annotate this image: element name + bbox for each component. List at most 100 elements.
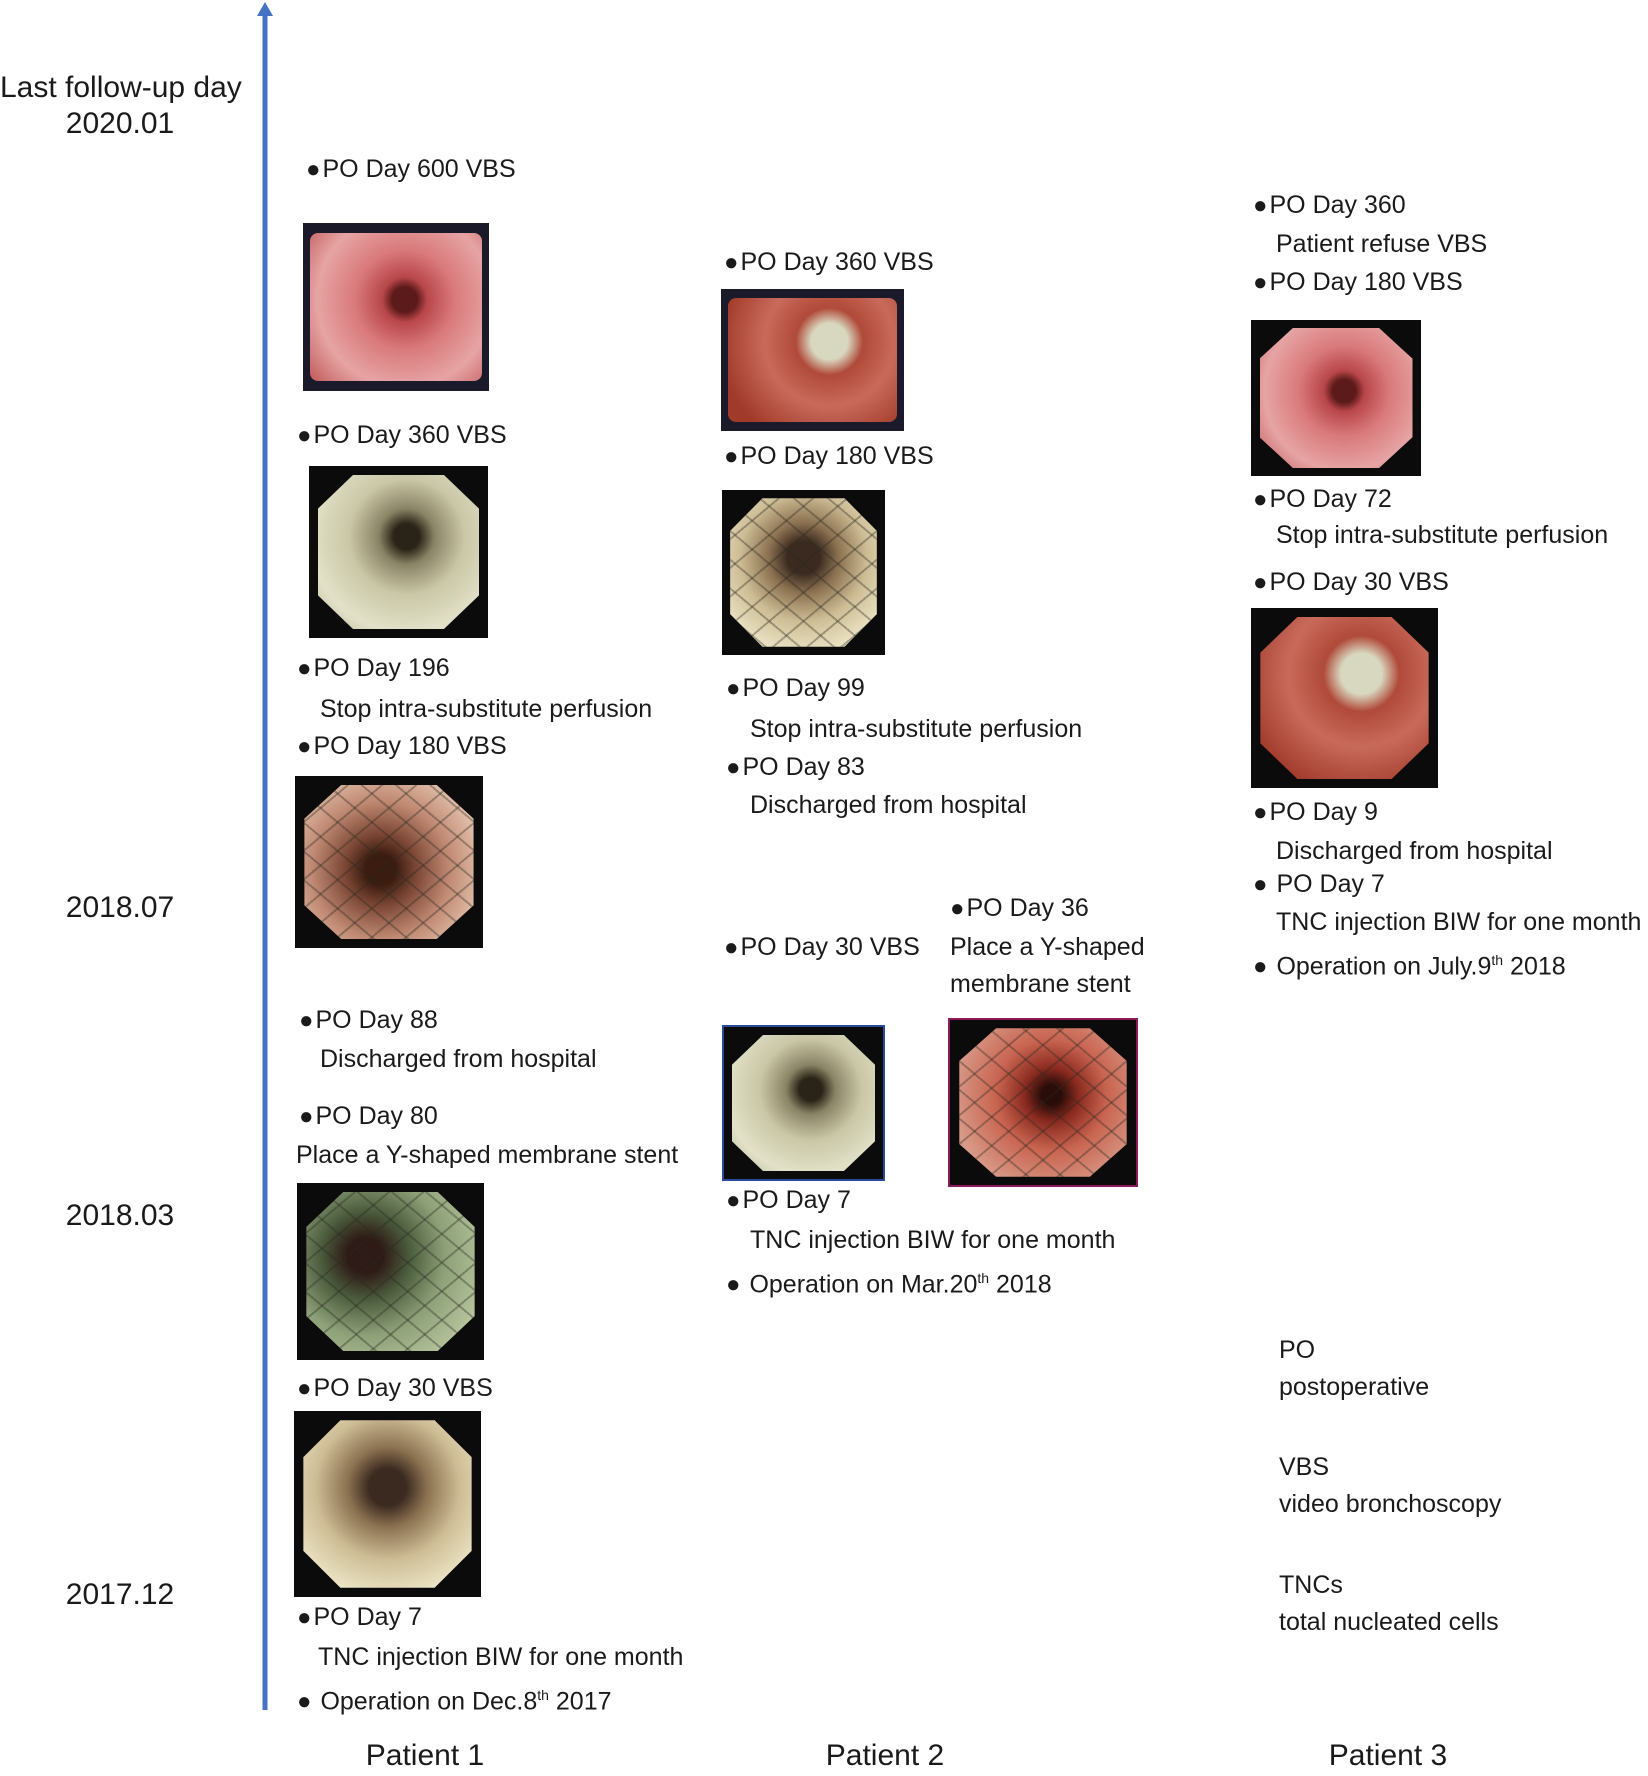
p2-day360-text: PO Day 360 VBS [740, 248, 934, 276]
p3-day30-label: PO Day 30 VBS [1253, 567, 1449, 598]
p2-day7-note: TNC injection BIW for one month [750, 1226, 1116, 1254]
p1-day30-lumen [303, 1420, 472, 1588]
p1-day80-bronchoscopy-image [297, 1183, 484, 1360]
p3-day72-label: PO Day 72 [1253, 484, 1392, 515]
axis-tick-2018-03: 2018.03 [65, 1199, 175, 1232]
p3-day180-label: PO Day 180 VBS [1253, 267, 1463, 298]
p2-day83-note: Discharged from hospital [750, 791, 1027, 819]
p3-day30-bronchoscopy-image [1251, 608, 1438, 788]
p3-operation-year: 2018 [1503, 952, 1566, 981]
p1-day360-label: PO Day 360 VBS [297, 420, 507, 451]
p1-day360-text: PO Day 360 VBS [313, 421, 507, 449]
p2-day36-bronchoscopy-image [948, 1018, 1138, 1187]
p2-day30-label: PO Day 30 VBS [724, 932, 920, 963]
p2-operation-year: 2018 [989, 1270, 1052, 1299]
p2-day30-text: PO Day 30 VBS [740, 933, 920, 961]
p2-operation-sup: th [977, 1270, 990, 1286]
p3-day360-text: PO Day 360 [1269, 191, 1406, 219]
p1-day80-lumen [306, 1191, 475, 1352]
p2-day36-note-line2: membrane stent [950, 970, 1131, 998]
p1-day7-note: TNC injection BIW for one month [318, 1643, 684, 1671]
p3-day180-text: PO Day 180 VBS [1269, 268, 1463, 296]
p1-day180-text: PO Day 180 VBS [313, 732, 507, 760]
p1-day196-note: Stop intra-substitute perfusion [320, 695, 653, 723]
legend-tnc-definition: total nucleated cells [1279, 1608, 1499, 1636]
p1-day600-bronchoscopy-image [303, 223, 489, 391]
p1-day600-label: PO Day 600 VBS [306, 154, 516, 185]
p2-day360-bronchoscopy-image [721, 289, 904, 431]
p1-day600-lumen [310, 233, 482, 381]
legend-tnc: TNCs [1279, 1571, 1343, 1599]
p2-operation-text: Operation on Mar.20 [749, 1270, 978, 1299]
p1-operation-sup: th [537, 1687, 549, 1703]
p3-day30-lumen [1260, 617, 1429, 779]
p3-day180-bronchoscopy-image [1251, 320, 1421, 476]
p2-day180-label: PO Day 180 VBS [724, 441, 934, 472]
p2-day36-note-line1: Place a Y-shaped [950, 933, 1145, 961]
p1-day180-label: PO Day 180 VBS [297, 731, 507, 762]
p1-day30-bronchoscopy-image [294, 1411, 481, 1597]
p2-day360-lumen [728, 297, 897, 423]
p2-day99-text: PO Day 99 [742, 674, 865, 702]
p1-day180-stent-mesh [304, 784, 474, 940]
p1-day180-bronchoscopy-image [295, 776, 483, 948]
legend-po-definition: postoperative [1279, 1373, 1430, 1401]
p2-operation-label: Operation on Mar.20th 2018 [726, 1263, 1052, 1300]
p2-day30-bronchoscopy-image [722, 1025, 885, 1181]
p2-day36-label: PO Day 36 [950, 893, 1089, 924]
p1-day80-note: Place a Y-shaped membrane stent [296, 1141, 679, 1169]
p1-day80-stent-mesh [306, 1191, 475, 1352]
patient-2-label: Patient 2 [825, 1739, 945, 1772]
p2-day7-text: PO Day 7 [742, 1186, 851, 1214]
legend-po: PO [1279, 1336, 1316, 1364]
p2-day36-text: PO Day 36 [966, 894, 1089, 922]
p3-operation-label: Operation on July.9th 2018 [1253, 945, 1566, 982]
p3-day7-label: PO Day 7 [1253, 869, 1385, 900]
p2-day180-lumen [730, 498, 877, 647]
p2-day30-lumen [731, 1034, 876, 1172]
p1-day360-lumen [317, 474, 480, 630]
axis-tick-2018-07: 2018.07 [65, 891, 175, 924]
p3-day180-lumen [1259, 327, 1413, 469]
patient-1-label: Patient 1 [365, 1739, 485, 1772]
p2-day99-note: Stop intra-substitute perfusion [750, 715, 1083, 743]
p2-day99-label: PO Day 99 [726, 673, 865, 704]
p1-day30-text: PO Day 30 VBS [313, 1374, 493, 1402]
last-follow-up-label: Last follow-up day 2020.01 [0, 70, 242, 142]
p1-day88-note: Discharged from hospital [320, 1045, 597, 1073]
p3-day9-text: PO Day 9 [1269, 798, 1378, 826]
p1-day600-text: PO Day 600 VBS [322, 155, 516, 183]
p2-day36-stent-mesh [959, 1028, 1127, 1177]
p3-day7-note: TNC injection BIW for one month [1276, 908, 1642, 936]
legend-vbs: VBS [1279, 1453, 1330, 1481]
p2-day7-label: PO Day 7 [726, 1185, 851, 1216]
p1-day360-bronchoscopy-image [309, 466, 488, 638]
p3-day360-label: PO Day 360 [1253, 190, 1406, 221]
axis-top-label-line1: Last follow-up day [0, 71, 242, 104]
p2-day360-label: PO Day 360 VBS [724, 247, 934, 278]
legend-vbs-definition: video bronchoscopy [1279, 1490, 1502, 1518]
p2-day180-stent-mesh [730, 498, 877, 647]
p1-operation-label: Operation on Dec.8th 2017 [297, 1680, 611, 1717]
p3-day9-note: Discharged from hospital [1276, 837, 1553, 865]
p3-day7-text: PO Day 7 [1269, 870, 1385, 898]
p3-day360-note: Patient refuse VBS [1276, 230, 1488, 258]
p1-day180-lumen [304, 784, 474, 940]
p1-operation-text: Operation on Dec.8 [320, 1687, 538, 1716]
p3-day72-note: Stop intra-substitute perfusion [1276, 521, 1609, 549]
axis-top-label-line2: 2020.01 [65, 107, 175, 140]
p3-day9-label: PO Day 9 [1253, 797, 1378, 828]
p2-day180-text: PO Day 180 VBS [740, 442, 934, 470]
p2-day180-bronchoscopy-image [722, 490, 885, 655]
p3-day72-text: PO Day 72 [1269, 485, 1392, 513]
p1-day88-text: PO Day 88 [315, 1006, 438, 1034]
axis-tick-2017-12: 2017.12 [65, 1578, 175, 1611]
p2-day36-lumen [959, 1028, 1127, 1177]
p1-day88-label: PO Day 88 [299, 1005, 438, 1036]
p1-day80-text: PO Day 80 [315, 1102, 438, 1130]
p1-day196-text: PO Day 196 [313, 654, 450, 682]
patient-3-label: Patient 3 [1328, 1739, 1448, 1772]
p1-day80-label: PO Day 80 [299, 1101, 438, 1132]
p1-day196-label: PO Day 196 [297, 653, 450, 684]
timeline-axis [257, 2, 273, 1710]
